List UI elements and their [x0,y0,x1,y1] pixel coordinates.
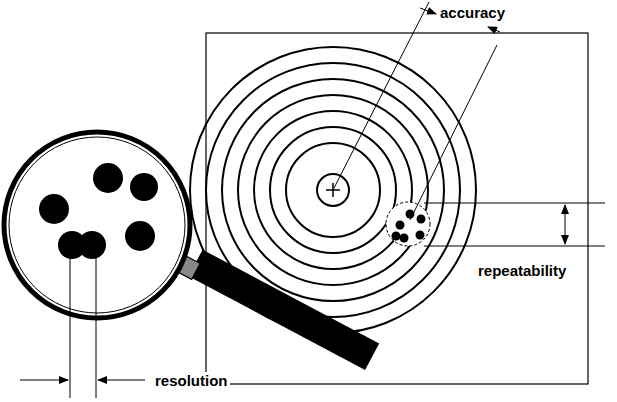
repeatability-label: repeatability [476,262,568,279]
shot-group [386,202,430,246]
resolution-label: resolution [153,372,230,389]
accuracy-label: accuracy [438,4,507,21]
magnifying-glass [4,132,379,370]
target-frame [206,33,588,384]
repeatability-dimension [424,203,605,246]
accuracy-leaders [333,2,500,220]
shot-dots [392,210,426,243]
resolution-dimension [20,252,145,398]
